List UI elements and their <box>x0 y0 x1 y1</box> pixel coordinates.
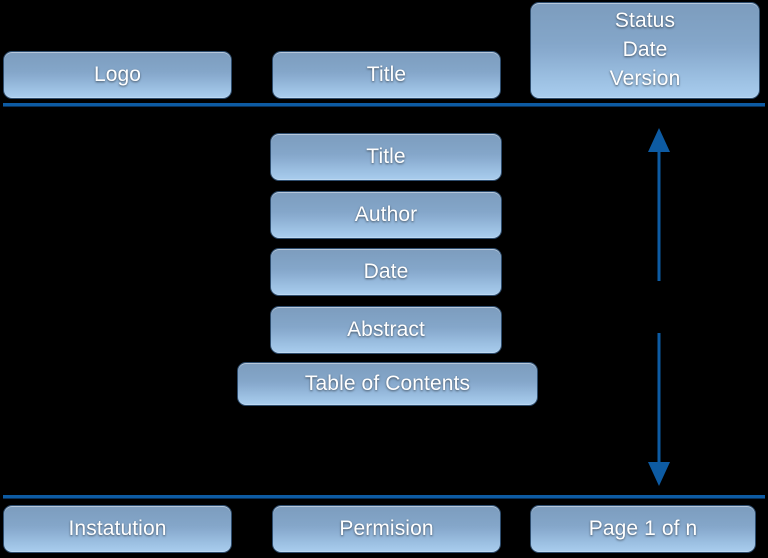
arrow-head-up-icon <box>648 128 670 152</box>
footer-divider <box>3 495 765 498</box>
header-title-label: Title <box>366 62 407 86</box>
body-block-title-label: Title <box>366 144 406 168</box>
arrow-shaft-lower <box>657 333 661 463</box>
footer-permission-label: Permision <box>339 516 434 540</box>
body-block-date[interactable]: Date <box>270 248 502 296</box>
header-logo-label: Logo <box>93 62 142 86</box>
body-block-abstract-label: Abstract <box>347 317 425 341</box>
header-title-box[interactable]: Title <box>272 51 501 99</box>
footer-page-box[interactable]: Page 1 of n <box>530 505 756 553</box>
footer-permission-box[interactable]: Permision <box>272 505 501 553</box>
body-block-title[interactable]: Title <box>270 133 502 181</box>
arrow-shaft-upper <box>657 151 661 281</box>
body-block-author[interactable]: Author <box>270 191 502 239</box>
header-meta-box[interactable]: Status Date Version <box>530 2 760 99</box>
content-extent-arrow <box>641 128 677 486</box>
body-block-date-label: Date <box>363 259 409 283</box>
body-block-author-label: Author <box>354 202 418 226</box>
arrow-head-down-icon <box>648 462 670 486</box>
body-block-table-of-contents-label: Table of Contents <box>304 371 471 395</box>
header-divider <box>3 103 765 106</box>
footer-institution-label: Instatution <box>68 516 167 540</box>
footer-page-label: Page 1 of n <box>588 516 698 540</box>
header-meta-label: Status Date Version <box>609 9 681 90</box>
body-block-abstract[interactable]: Abstract <box>270 306 502 354</box>
header-logo-box[interactable]: Logo <box>3 51 232 99</box>
body-block-table-of-contents[interactable]: Table of Contents <box>237 362 538 406</box>
footer-institution-box[interactable]: Instatution <box>3 505 232 553</box>
